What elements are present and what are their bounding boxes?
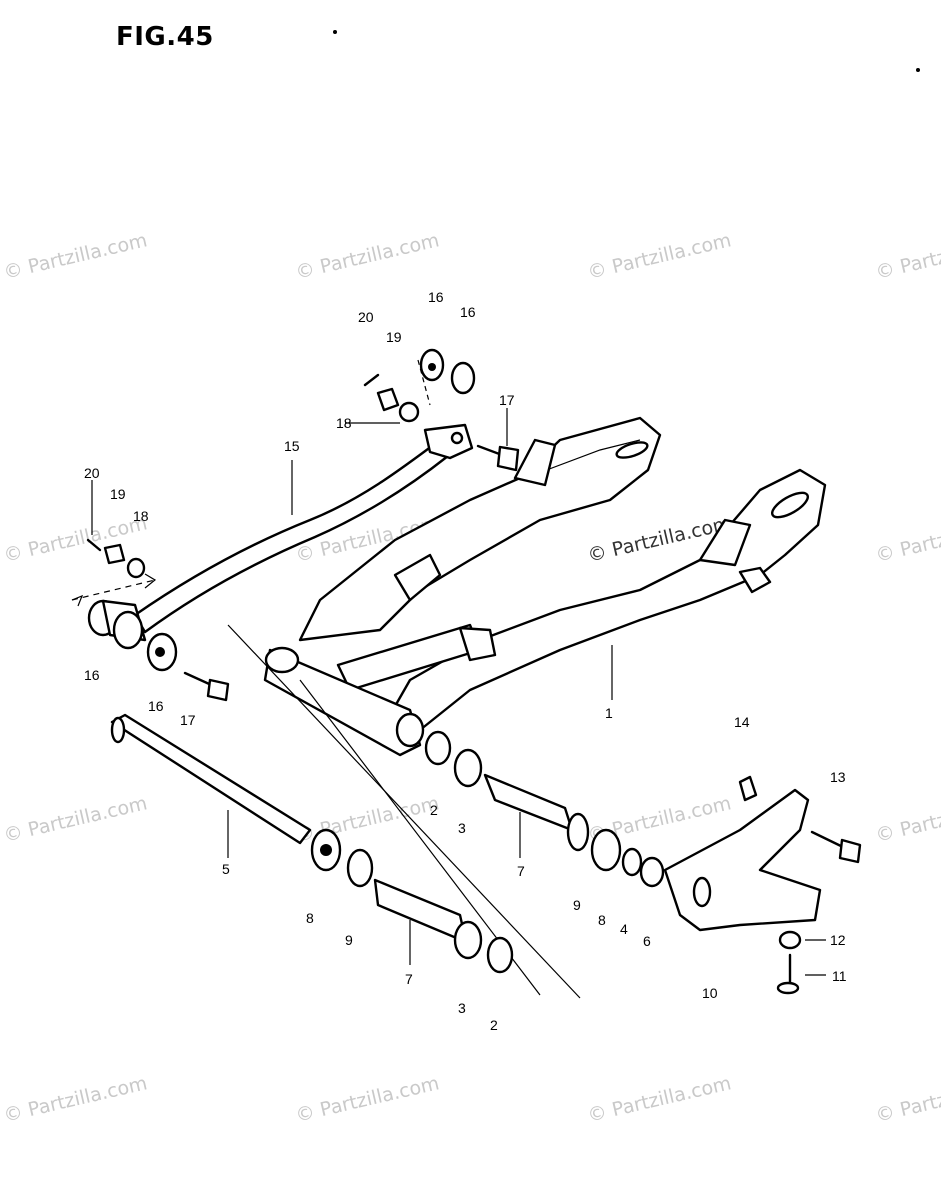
torque-rod — [133, 423, 474, 634]
callout-3: 3 — [458, 1000, 466, 1016]
callout-7: 7 — [517, 863, 525, 879]
leader-lines — [91, 408, 826, 976]
callout-17: 17 — [499, 392, 515, 408]
callout-4: 4 — [620, 921, 628, 937]
callout-2: 2 — [490, 1017, 498, 1033]
axis-guide-line — [227, 624, 581, 999]
callout-5: 5 — [222, 861, 230, 877]
callout-8: 8 — [598, 912, 606, 928]
speck — [916, 68, 920, 72]
callout-1: 1 — [605, 705, 613, 721]
callout-13: 13 — [830, 769, 846, 785]
pivot-bolt — [110, 713, 312, 845]
callout-2: 2 — [430, 802, 438, 818]
callout-7: 7 — [405, 971, 413, 987]
swingarm — [263, 416, 827, 757]
callout-20: 20 — [358, 309, 374, 325]
callout-8: 8 — [306, 910, 314, 926]
callout-18: 18 — [133, 508, 149, 524]
speck — [333, 30, 337, 34]
callout-16: 16 — [84, 667, 100, 683]
chain-guide-bracket — [663, 775, 862, 995]
callout-12: 12 — [830, 932, 846, 948]
callout-17: 17 — [180, 712, 196, 728]
callout-18: 18 — [336, 415, 352, 431]
bolt — [183, 671, 230, 702]
callout-19: 19 — [110, 486, 126, 502]
callout-16: 16 — [148, 698, 164, 714]
callout-20: 20 — [84, 465, 100, 481]
rod-end-bushing — [71, 573, 178, 672]
callout-6: 6 — [643, 933, 651, 949]
callout-9: 9 — [345, 932, 353, 948]
callout-15: 15 — [284, 438, 300, 454]
callout-11: 11 — [832, 968, 847, 984]
callout-3: 3 — [458, 820, 466, 836]
callout-14: 14 — [734, 714, 750, 730]
callout-19: 19 — [386, 329, 402, 345]
pivot-stack-right — [424, 730, 665, 888]
figure-title: FIG.45 — [116, 22, 214, 52]
callout-16: 16 — [460, 304, 476, 320]
callout-9: 9 — [573, 897, 581, 913]
upper-hardware — [363, 348, 520, 472]
callout-16: 16 — [428, 289, 444, 305]
callout-10: 10 — [702, 985, 718, 1001]
left-hardware — [86, 538, 146, 579]
pivot-stack-left — [310, 828, 514, 974]
